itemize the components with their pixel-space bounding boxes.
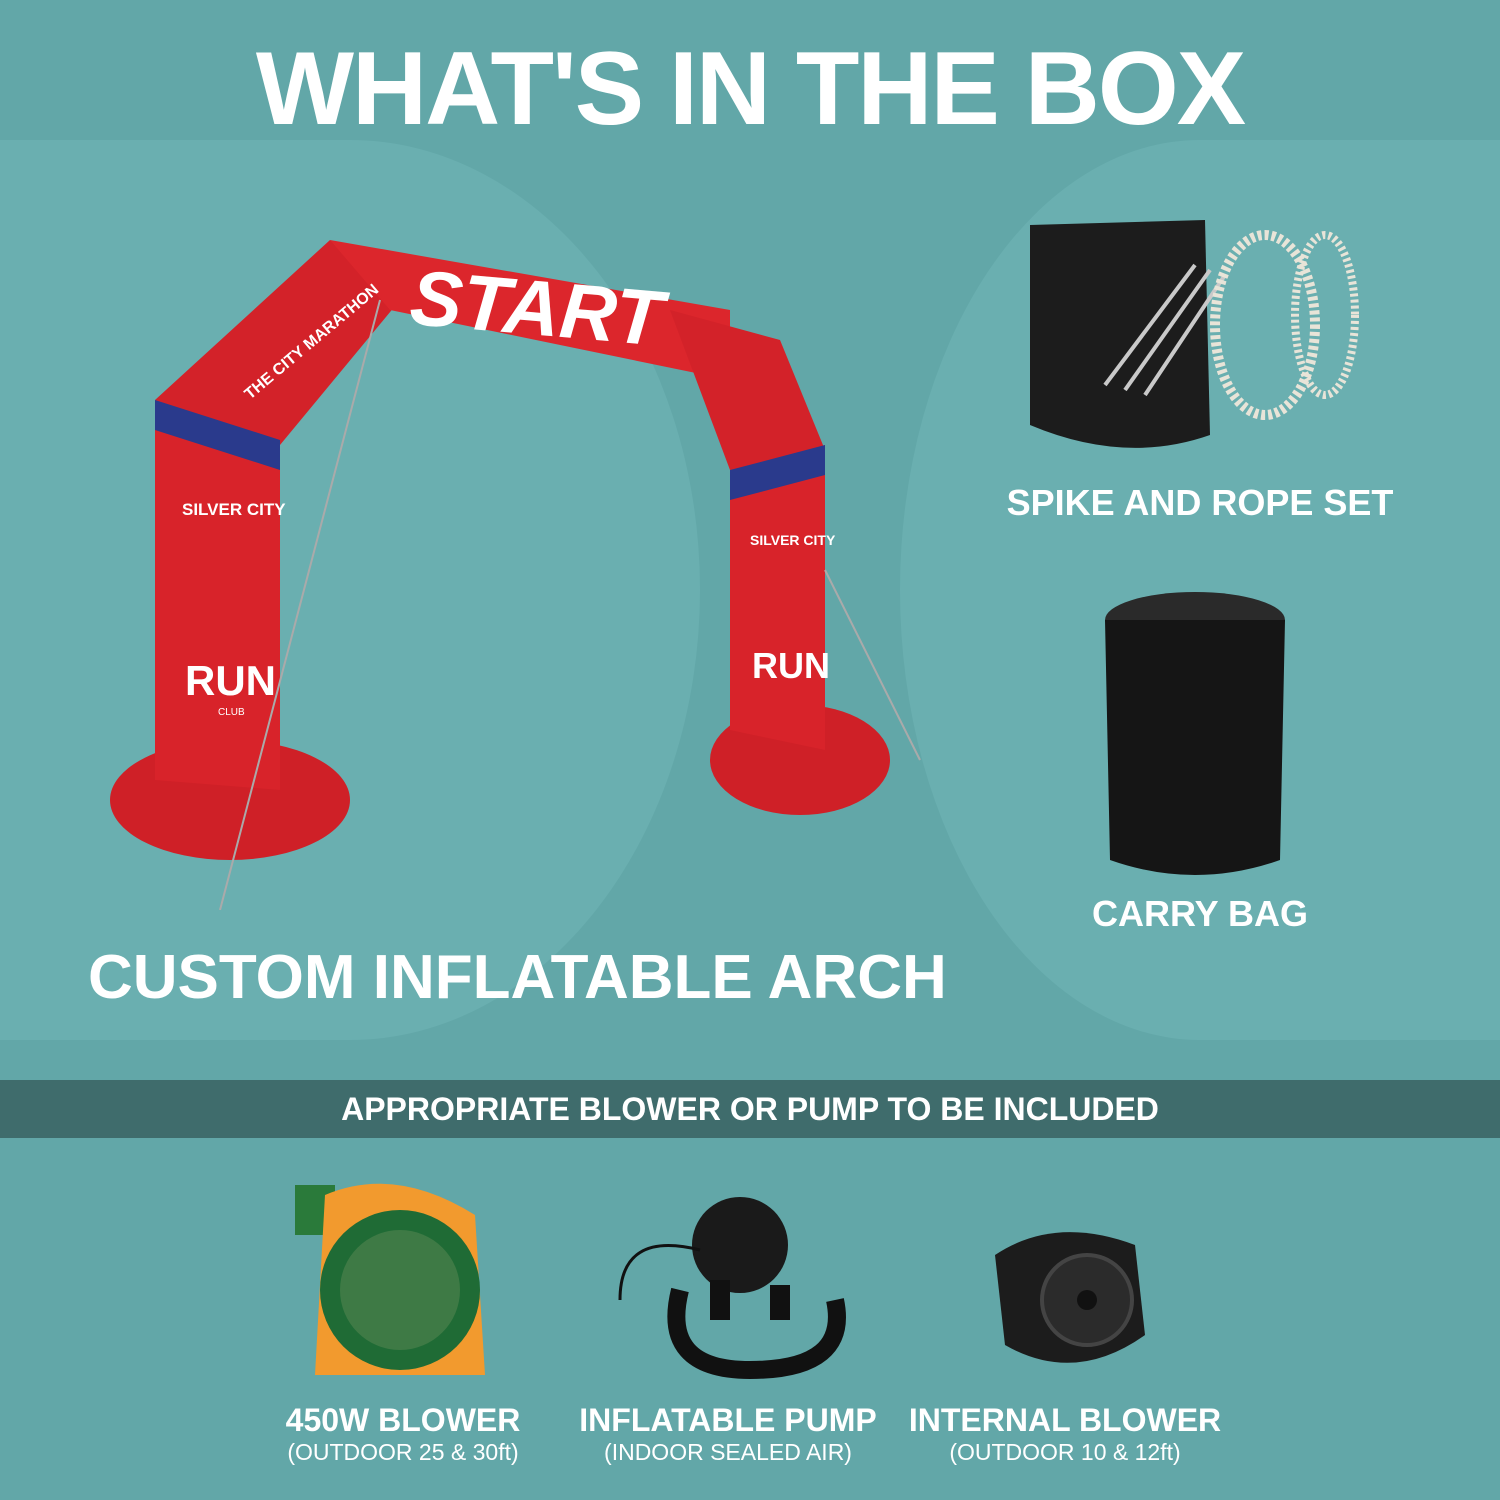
blower-subtitle: (OUTDOOR 25 & 30ft) (287, 1439, 519, 1465)
450w-blower-image (295, 1183, 485, 1375)
arch-club-logo-main-right: RUN (752, 645, 830, 686)
page-title: WHAT'S IN THE BOX (255, 31, 1246, 147)
carry-bag-label: CARRY BAG (1091, 893, 1309, 934)
blower-caption: INTERNAL BLOWER (OUTDOOR 10 & 12ft) (885, 1402, 1245, 1466)
spike-rope-set-label: SPIKE AND ROPE SET (1006, 482, 1394, 523)
arch-club-logo-top: SILVER CITY (182, 500, 286, 519)
blower-name: INFLATABLE PUMP (579, 1402, 877, 1438)
arch-club-logo-sub: CLUB (218, 707, 245, 718)
arch-club-logo-top-right: SILVER CITY (750, 532, 836, 548)
internal-blower-image (995, 1232, 1145, 1363)
blower-notice-band: APPROPRIATE BLOWER OR PUMP TO BE INCLUDE… (0, 1080, 1500, 1138)
arch-label: CUSTOM INFLATABLE ARCH (88, 943, 947, 1012)
arch-banner-text: START (407, 253, 673, 363)
blower-subtitle: (INDOOR SEALED AIR) (604, 1439, 852, 1465)
blower-name: INTERNAL BLOWER (908, 1402, 1222, 1438)
blower-name: 450W BLOWER (285, 1402, 521, 1438)
blower-subtitle: (OUTDOOR 10 & 12ft) (949, 1439, 1181, 1465)
arch-club-logo-main: RUN (185, 657, 276, 704)
inflatable-arch-image: START THE CITY MARATHON SILVER CITY RUN … (110, 240, 921, 910)
blower-caption: 450W BLOWER (OUTDOOR 25 & 30ft) (223, 1402, 583, 1466)
spike-rope-set-image (1030, 220, 1359, 448)
blower-caption: INFLATABLE PUMP (INDOOR SEALED AIR) (548, 1402, 908, 1466)
inflatable-pump-image (618, 1197, 846, 1380)
carry-bag-image (1105, 592, 1285, 875)
